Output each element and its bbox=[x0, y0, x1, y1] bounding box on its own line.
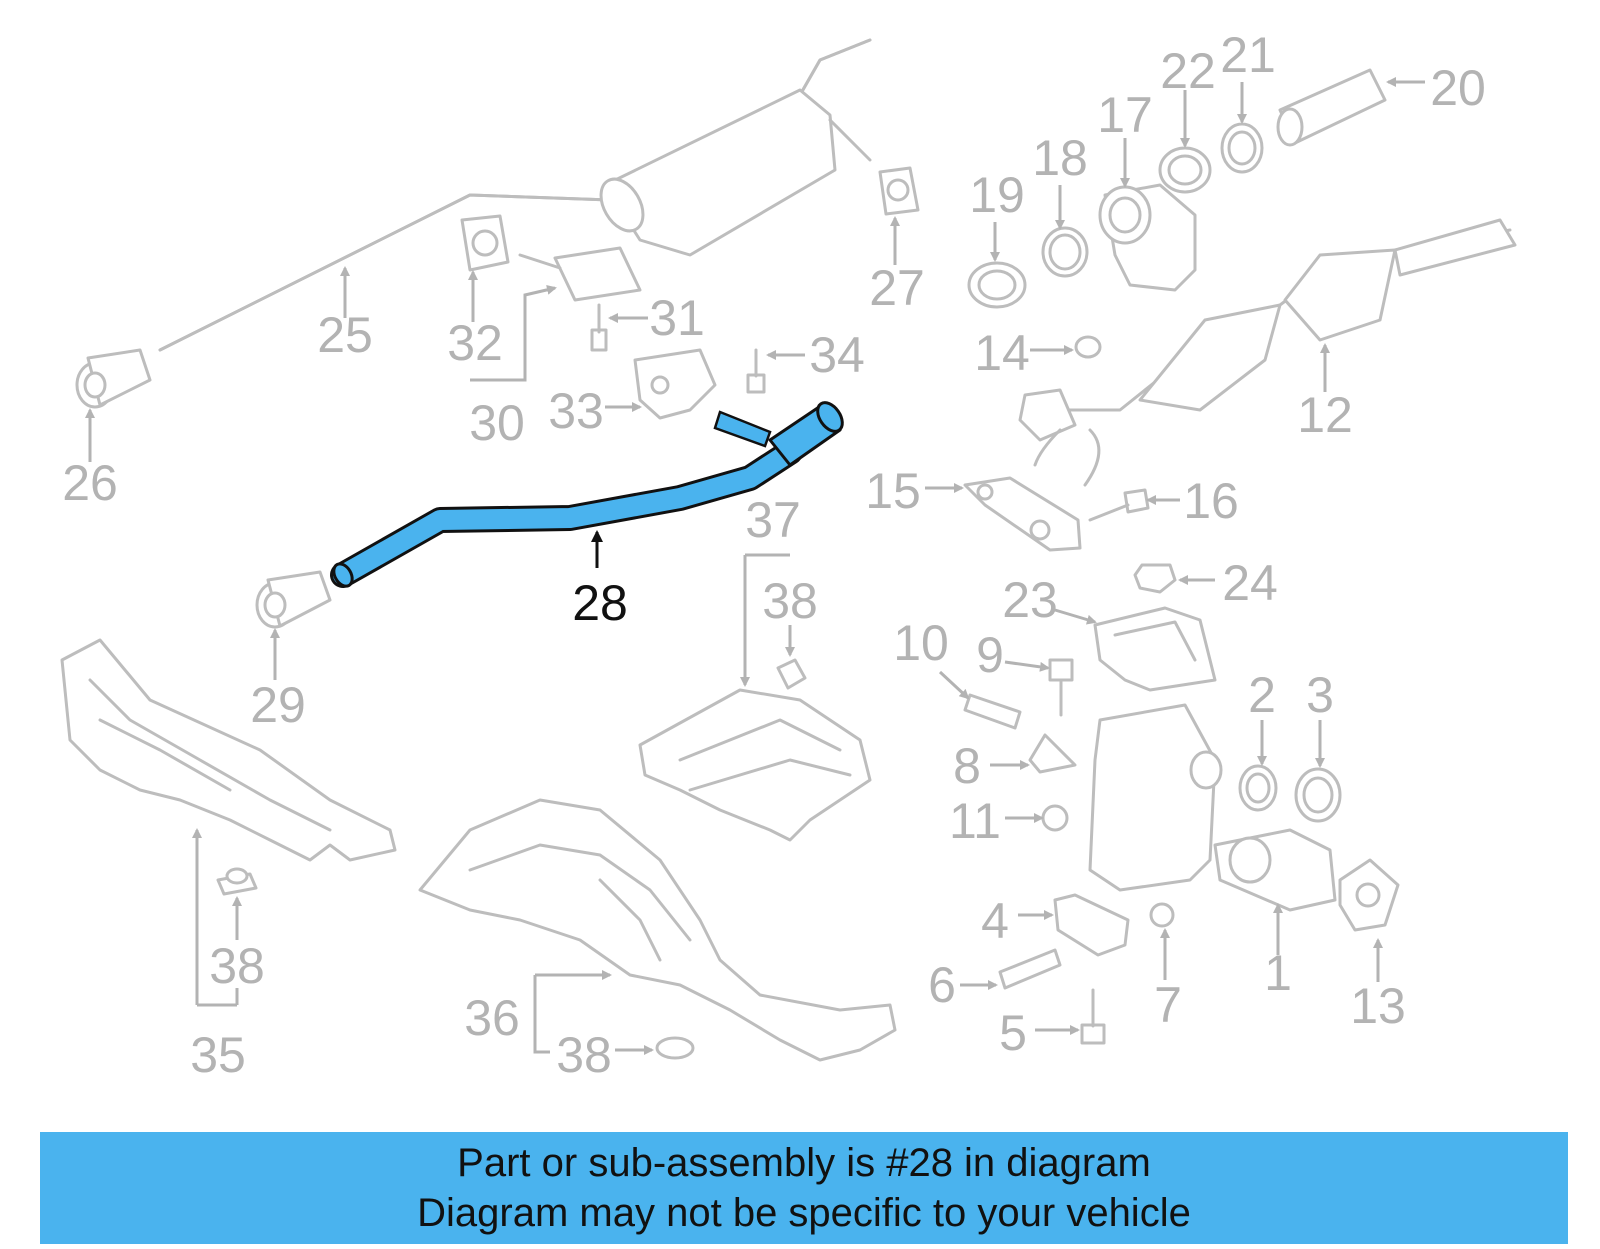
label-5: 5 bbox=[999, 1005, 1027, 1061]
callout-labels: 1 2 3 4 5 6 7 8 9 10 11 12 13 14 15 16 1… bbox=[62, 27, 1486, 1083]
bracket-4 bbox=[1053, 893, 1130, 957]
label-33: 33 bbox=[548, 383, 604, 439]
label-19: 19 bbox=[969, 167, 1025, 223]
label-38-left: 38 bbox=[209, 938, 265, 994]
label-21: 21 bbox=[1220, 27, 1276, 83]
label-9: 9 bbox=[976, 627, 1004, 683]
converter-12 bbox=[1018, 218, 1517, 487]
banner-line-1: Part or sub-assembly is #28 in diagram bbox=[457, 1141, 1151, 1185]
label-34: 34 bbox=[809, 327, 865, 383]
gasket-14 bbox=[1074, 335, 1102, 359]
label-14: 14 bbox=[974, 325, 1030, 381]
stud-10 bbox=[963, 693, 1022, 730]
label-36: 36 bbox=[464, 990, 520, 1046]
label-37: 37 bbox=[745, 492, 801, 548]
label-28: 28 bbox=[572, 575, 628, 631]
clamp-22 bbox=[1158, 146, 1212, 194]
label-16: 16 bbox=[1183, 473, 1239, 529]
label-15: 15 bbox=[865, 463, 921, 519]
label-22: 22 bbox=[1160, 43, 1216, 99]
label-35: 35 bbox=[190, 1027, 246, 1083]
label-2: 2 bbox=[1248, 667, 1276, 723]
nut-7 bbox=[1149, 902, 1175, 928]
heat-shield-36 bbox=[418, 798, 897, 1062]
nut-24 bbox=[1133, 563, 1177, 594]
label-24: 24 bbox=[1222, 555, 1278, 611]
clamp-29 bbox=[255, 570, 332, 629]
grommet-38-left bbox=[216, 867, 258, 896]
label-38-upper: 38 bbox=[762, 573, 818, 629]
heat-shield-37 bbox=[638, 688, 872, 842]
label-6: 6 bbox=[928, 957, 956, 1013]
gasket-15 bbox=[963, 476, 1082, 552]
bolt-31 bbox=[590, 303, 608, 352]
label-8: 8 bbox=[953, 738, 981, 794]
label-3: 3 bbox=[1306, 667, 1334, 723]
label-13: 13 bbox=[1350, 978, 1406, 1034]
leader-lines bbox=[85, 77, 1425, 1055]
label-18: 18 bbox=[1032, 130, 1088, 186]
bolt-5 bbox=[1080, 988, 1106, 1045]
nut-11 bbox=[1041, 804, 1069, 832]
info-banner: Part or sub-assembly is #28 in diagram D… bbox=[40, 1132, 1568, 1244]
stud-6 bbox=[998, 948, 1062, 990]
label-23: 23 bbox=[1002, 572, 1058, 628]
clip-38-upper bbox=[776, 658, 807, 690]
pipe-20 bbox=[1276, 68, 1387, 147]
gasket-18 bbox=[1041, 226, 1089, 278]
label-12: 12 bbox=[1297, 387, 1353, 443]
clamp-19 bbox=[967, 261, 1027, 309]
bracket-30 bbox=[518, 246, 642, 302]
gasket-2 bbox=[1238, 764, 1278, 812]
label-30: 30 bbox=[469, 395, 525, 451]
clamp-26 bbox=[75, 348, 152, 409]
rear-muffler-pipe-25 bbox=[158, 38, 872, 352]
label-11: 11 bbox=[949, 793, 1001, 849]
label-27: 27 bbox=[869, 260, 925, 316]
bracket-8 bbox=[1028, 733, 1077, 774]
grommet-38-lower bbox=[655, 1036, 695, 1060]
bolt-16 bbox=[1088, 488, 1150, 522]
label-1: 1 bbox=[1264, 945, 1292, 1001]
banner-line-2: Diagram may not be specific to your vehi… bbox=[417, 1191, 1191, 1235]
gasket-13 bbox=[1338, 858, 1400, 932]
label-38-lower: 38 bbox=[556, 1027, 612, 1083]
label-26: 26 bbox=[62, 455, 118, 511]
label-32: 32 bbox=[447, 315, 503, 371]
clamp-3 bbox=[1294, 767, 1342, 823]
label-31: 31 bbox=[649, 290, 705, 346]
label-7: 7 bbox=[1154, 977, 1182, 1033]
label-29: 29 bbox=[250, 677, 306, 733]
label-4: 4 bbox=[981, 893, 1009, 949]
bolt-9 bbox=[1048, 658, 1074, 717]
highlighted-pipe-28 bbox=[330, 401, 844, 588]
label-25: 25 bbox=[317, 307, 373, 363]
label-17: 17 bbox=[1097, 87, 1153, 143]
hanger-27 bbox=[878, 166, 920, 216]
gasket-21 bbox=[1220, 122, 1264, 174]
hanger-32 bbox=[460, 214, 510, 272]
bolt-34 bbox=[746, 348, 766, 394]
label-10: 10 bbox=[893, 615, 949, 671]
dpf-1 bbox=[1088, 703, 1337, 912]
bracket-33 bbox=[633, 348, 717, 420]
heat-shield-35 bbox=[60, 638, 397, 862]
turbo-17 bbox=[1098, 183, 1197, 292]
heat-shield-23 bbox=[1093, 606, 1217, 692]
label-20: 20 bbox=[1430, 60, 1486, 116]
